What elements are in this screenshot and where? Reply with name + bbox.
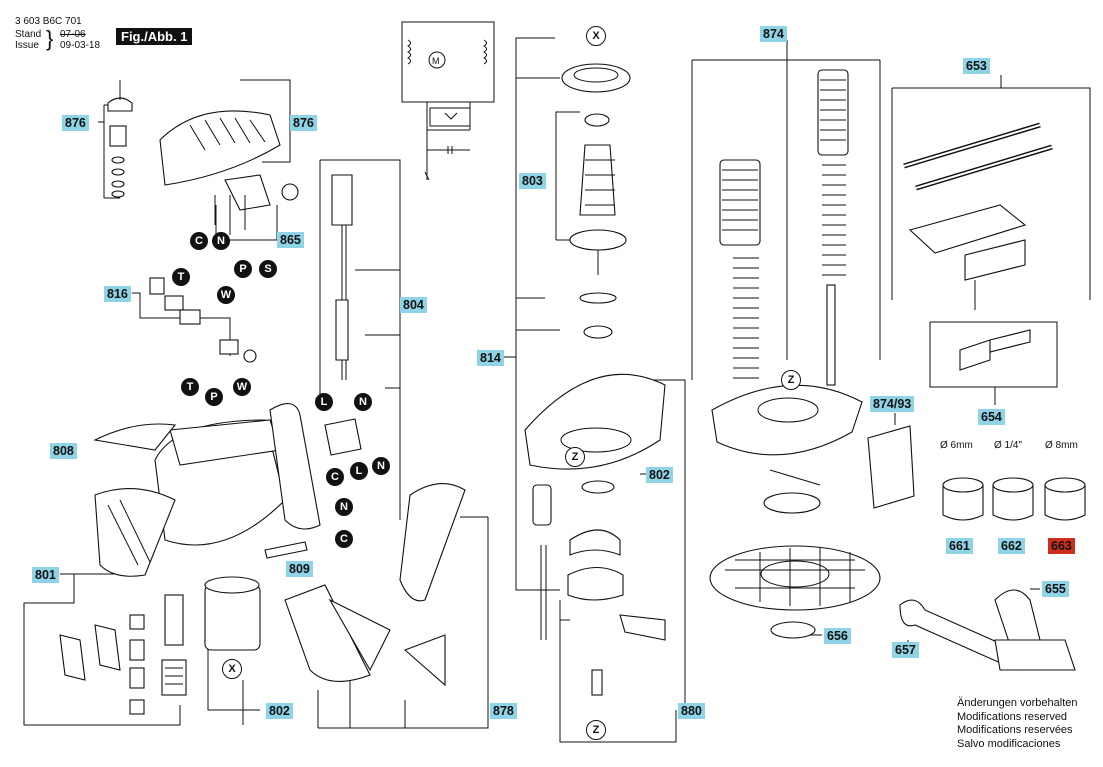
ref-marker-z-housing: Z (565, 447, 585, 467)
part-label-662[interactable]: 662 (998, 538, 1025, 554)
stand-label: Stand (15, 29, 42, 40)
part-label-814[interactable]: 814 (477, 350, 504, 366)
part-label-663[interactable]: 663 (1048, 538, 1075, 554)
note-fr: Modifications reservées (957, 724, 1073, 736)
part-label-657[interactable]: 657 (892, 642, 919, 658)
wire-marker-t: T (181, 378, 199, 396)
wire-marker-c: C (326, 468, 344, 486)
part-label-874[interactable]: 874 (760, 26, 787, 42)
ref-marker-x-bottom: X (222, 659, 242, 679)
part-label-655[interactable]: 655 (1042, 581, 1069, 597)
wire-marker-n: N (212, 232, 230, 250)
figure-label: Fig./Abb. 1 (116, 28, 193, 45)
curly-brace: } (46, 26, 54, 51)
wire-marker-c: C (335, 530, 353, 548)
part-label-880[interactable]: 880 (678, 703, 705, 719)
issue-label: Issue (15, 40, 39, 51)
wire-marker-n: N (354, 393, 372, 411)
wire-marker-t: T (172, 268, 190, 286)
part-label-654[interactable]: 654 (978, 409, 1005, 425)
note-de: Änderungen vorbehalten (957, 697, 1078, 709)
part-label-876-right[interactable]: 876 (290, 115, 317, 131)
wiring-schematic (401, 21, 495, 181)
parts (59, 63, 1086, 725)
issue-date: 09-03-18 (60, 40, 101, 51)
wire-marker-p: P (234, 260, 252, 278)
part-label-878[interactable]: 878 (490, 703, 517, 719)
collet-size-8mm: Ø 8mm (1045, 440, 1078, 451)
collet-size-6mm: Ø 6mm (940, 440, 973, 451)
wire-marker-n: N (335, 498, 353, 516)
part-label-803[interactable]: 803 (519, 173, 546, 189)
part-label-656[interactable]: 656 (824, 628, 851, 644)
part-label-804[interactable]: 804 (400, 297, 427, 313)
motor-symbol: M (432, 56, 440, 66)
part-label-816[interactable]: 816 (104, 286, 131, 302)
part-label-802-mid[interactable]: 802 (646, 467, 673, 483)
ref-marker-z-plate: Z (781, 370, 801, 390)
part-label-802-left[interactable]: 802 (266, 703, 293, 719)
part-label-809[interactable]: 809 (286, 561, 313, 577)
collet-size-quarter-inch: Ø 1/4" (994, 440, 1023, 451)
part-label-661[interactable]: 661 (946, 538, 973, 554)
wire-marker-l: L (315, 393, 333, 411)
wire-marker-w: W (217, 286, 235, 304)
part-label-874-93[interactable]: 874/93 (870, 396, 915, 412)
ref-marker-x-top: X (586, 26, 606, 46)
part-label-808[interactable]: 808 (50, 443, 77, 459)
wire-marker-p: P (205, 388, 223, 406)
collets (942, 477, 1086, 521)
note-es: Salvo modificaciones (957, 737, 1061, 750)
wire-marker-w: W (233, 378, 251, 396)
wire-marker-s: S (259, 260, 277, 278)
modification-notes: Änderungen vorbehalten Modifications res… (957, 697, 1077, 751)
wire-marker-l: L (350, 462, 368, 480)
part-label-653[interactable]: 653 (963, 58, 990, 74)
note-en: Modifications reserved (957, 710, 1068, 723)
stand-date: 07-06 (60, 29, 86, 40)
part-label-865[interactable]: 865 (277, 232, 304, 248)
ref-marker-z-bottom: Z (586, 720, 606, 740)
part-label-801[interactable]: 801 (32, 567, 59, 583)
wire-marker-c: C (190, 232, 208, 250)
wire-marker-n: N (372, 457, 390, 475)
part-label-876-left[interactable]: 876 (62, 115, 89, 131)
document-number: 3 603 B6C 701 (15, 16, 82, 27)
